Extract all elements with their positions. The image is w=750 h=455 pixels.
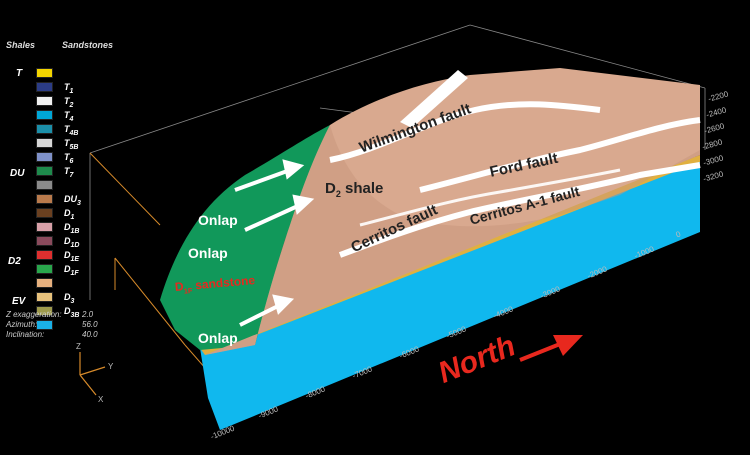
legend-swatch-T1 (36, 82, 53, 92)
legend-swatch-D1F (36, 264, 53, 274)
legend-swatch-DU3 (36, 194, 53, 204)
axes-triad (79, 352, 106, 396)
legend-swatch-T4 (36, 110, 53, 120)
sandstones-header: Sandstones (62, 40, 114, 50)
shale-shading (205, 125, 700, 355)
legend-swatch-T (36, 68, 53, 78)
wilmington-fault-plane (400, 70, 468, 128)
onlap-arrows (234, 159, 315, 327)
legend-label-D1: D1 (64, 208, 75, 221)
legend-label-T2: T2 (64, 96, 74, 109)
legend-label-D1E: D1E (64, 250, 80, 263)
legend-label-DU3: DU3 (64, 194, 81, 207)
legend-swatch-DU (36, 180, 53, 190)
legend-swatch-T4B (36, 124, 53, 134)
legend-main-EV: EV (12, 296, 26, 307)
triad-x-label: X (98, 395, 104, 404)
legend-label-D1F: D1F (64, 264, 79, 277)
legend-swatch-D1E (36, 250, 53, 260)
cerritos-a1-fault-trace (359, 168, 621, 227)
legend-label-T7: T7 (64, 166, 74, 179)
legend-main-D2: D2 (8, 256, 21, 267)
legend-label-D1B: D1B (64, 222, 80, 235)
legend-swatch-D2 (36, 278, 53, 288)
triad-y-label: Y (108, 362, 114, 371)
north-arrow (519, 335, 583, 362)
legend-swatch-T6 (36, 152, 53, 162)
shales-header: Shales (6, 40, 36, 50)
d1f-surface (160, 125, 330, 350)
label-onlap-3: Onlap (198, 330, 238, 346)
ford-fault-trace (419, 117, 701, 193)
param-azimuth: Azimuth:56.0 (6, 320, 98, 329)
param-z-exaggeration: Z exaggeration:2.0 (6, 310, 94, 319)
triad-z-label: Z (76, 342, 81, 351)
legend-label-D3: D3 (64, 292, 75, 305)
wilmington-fault-trace (329, 101, 601, 163)
legend-label-T4: T4 (64, 110, 74, 123)
legend-swatch-D1D (36, 236, 53, 246)
legend-main-T: T (16, 68, 23, 79)
legend-swatch-T2 (36, 96, 53, 106)
legend-main-DU: DU (10, 168, 25, 179)
ev-block-side (200, 158, 700, 430)
legend-swatch-D1 (36, 208, 53, 218)
label-d2-shale: D2 shale (325, 180, 384, 199)
legend-label-T5B: T5B (64, 138, 79, 151)
legend-swatch-D1B (36, 222, 53, 232)
cerritos-fault-trace (338, 162, 701, 258)
legend-swatch-D3 (36, 292, 53, 302)
legend-label-T6: T6 (64, 152, 74, 165)
legend-swatch-D3B (36, 306, 53, 316)
label-onlap-1: Onlap (198, 212, 238, 228)
legend-label-D1D: D1D (64, 236, 80, 249)
legend-swatch-T5B (36, 138, 53, 148)
legend-label-T4B: T4B (64, 124, 79, 137)
param-inclination: Inclination:40.0 (6, 330, 98, 339)
legend-label-T1: T1 (64, 82, 74, 95)
label-onlap-2: Onlap (188, 245, 228, 261)
legend-label-D3B: D3B (64, 306, 80, 319)
legend-swatch-EV (36, 320, 53, 330)
legend-swatch-T7 (36, 166, 53, 176)
